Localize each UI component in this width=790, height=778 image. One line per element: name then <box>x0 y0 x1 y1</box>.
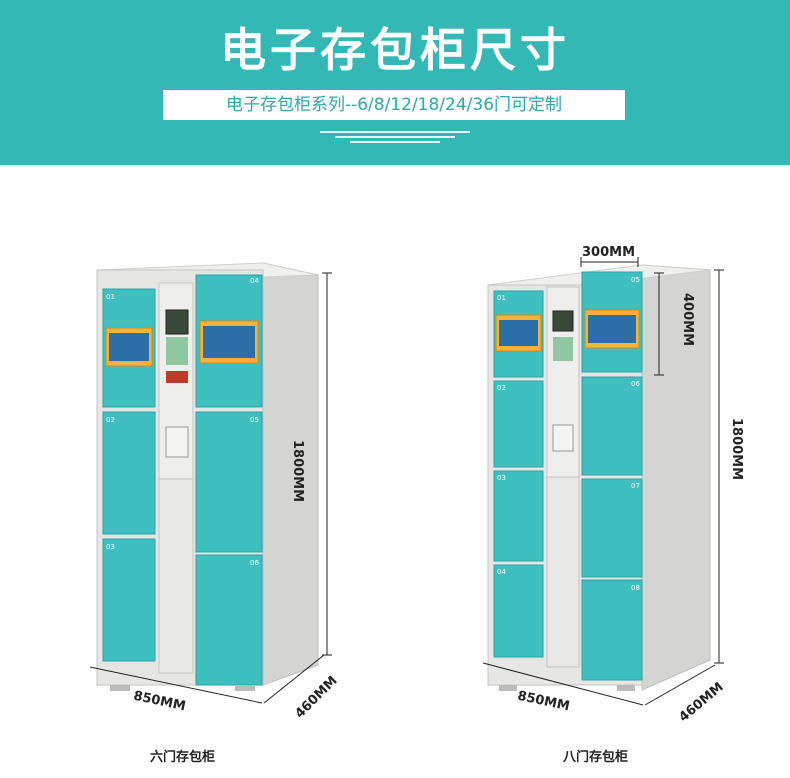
eight-door-locker-illustration: 01 02 03 04 05 06 07 08 <box>482 257 724 706</box>
subtitle-box: 电子存包柜系列--6/8/12/18/24/36门可定制 <box>163 90 625 120</box>
eight-door-height-label: 1800MM <box>729 418 744 481</box>
door-number: 01 <box>497 294 506 302</box>
header-banner: 电子存包柜尺寸 电子存包柜系列--6/8/12/18/24/36门可定制 <box>0 0 790 165</box>
page-title: 电子存包柜尺寸 <box>220 23 570 77</box>
door-number: 06 <box>250 559 259 567</box>
door-number: 06 <box>631 380 640 388</box>
door-number: 04 <box>250 277 259 285</box>
door-number: 01 <box>106 293 115 301</box>
page-subtitle: 电子存包柜系列--6/8/12/18/24/36门可定制 <box>225 95 563 115</box>
six-door-height-label: 1800MM <box>290 440 305 503</box>
decorative-lines <box>318 128 472 146</box>
door-number: 03 <box>497 474 506 482</box>
eight-door-door-height-label: 400MM <box>680 293 695 347</box>
door-number: 07 <box>631 482 640 490</box>
six-door-locker-illustration: 01 02 03 04 05 06 <box>89 262 332 704</box>
eight-door-door-width-label: 300MM <box>582 245 636 260</box>
door-number: 04 <box>497 568 506 576</box>
door-number: 08 <box>631 584 640 592</box>
eight-door-caption: 八门存包柜 <box>563 750 629 765</box>
six-door-caption: 六门存包柜 <box>150 750 216 765</box>
door-number: 02 <box>497 384 506 392</box>
door-number: 02 <box>106 416 115 424</box>
door-number: 05 <box>250 416 259 424</box>
door-number: 05 <box>631 276 640 284</box>
door-number: 03 <box>106 543 115 551</box>
